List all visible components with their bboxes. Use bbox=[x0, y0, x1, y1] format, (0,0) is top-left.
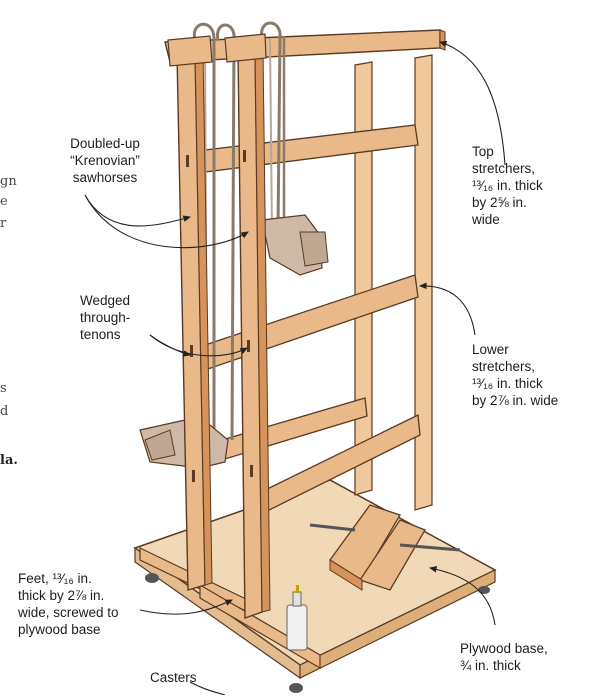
edge-text-3: r bbox=[0, 216, 7, 231]
lower-stretchers-callout: Lower stretchers, ¹³⁄₁₆ in. thick by 2⅞ … bbox=[472, 342, 559, 408]
edge-text-6: la. bbox=[0, 453, 18, 468]
feet-callout: Feet, ¹³⁄₁₆ in. thick by 2⅞ in. wide, sc… bbox=[18, 571, 119, 637]
front-uprights bbox=[176, 47, 271, 619]
plywood-base-callout: Plywood base, ¾ in. thick bbox=[460, 641, 548, 673]
lower-stretchers bbox=[204, 124, 421, 519]
edge-text-5: d bbox=[0, 404, 9, 419]
bench-vise bbox=[309, 504, 461, 591]
sawhorses-callout: Doubled-up “Krenovian” sawhorses bbox=[70, 136, 140, 185]
tenons-callout: Wedged through- tenons bbox=[80, 293, 131, 342]
sawhorse-tops bbox=[167, 33, 267, 67]
edge-text-4: s bbox=[0, 381, 7, 396]
leader-lines bbox=[84, 40, 506, 696]
top-stretchers-callout: Top stretchers, ¹³⁄₁₆ in. thick by 2⅝ in… bbox=[472, 144, 543, 227]
edge-text-1: gn bbox=[0, 174, 17, 189]
casters-callout: Casters bbox=[150, 670, 197, 685]
edge-text-2: e bbox=[0, 194, 8, 209]
caster-wheels bbox=[145, 573, 490, 693]
hanging-clamps bbox=[139, 21, 329, 469]
glue-bottle bbox=[286, 585, 308, 651]
